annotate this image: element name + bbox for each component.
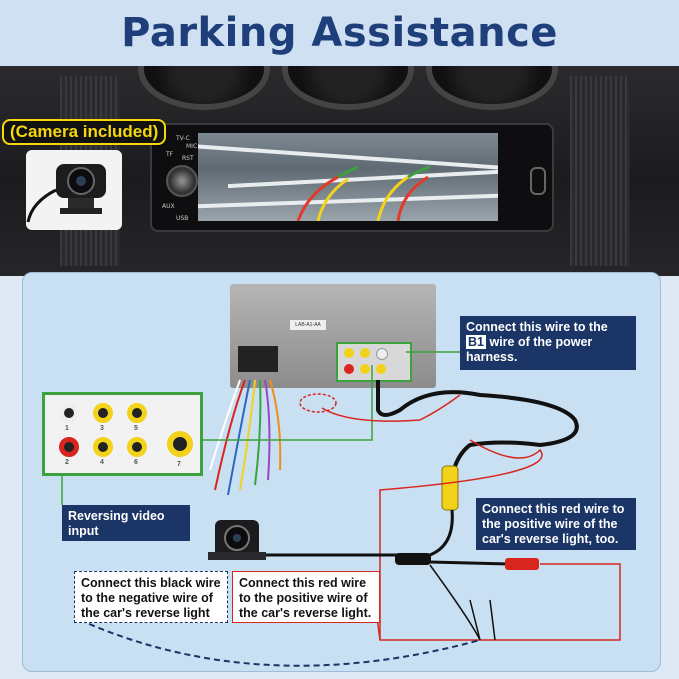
port-label-rst: RST: [182, 155, 194, 162]
backup-camera-icon: [26, 164, 106, 223]
rear-camera-screen: [198, 133, 498, 221]
camera-photo: [26, 150, 122, 230]
note-red-wire: Connect this red wire to the positive wi…: [232, 571, 380, 623]
rca-jacks-back: [336, 342, 412, 382]
rca-connector-yellow: [441, 465, 459, 511]
cable-joint: [395, 553, 431, 565]
radio-back-unit: LAB-A1-AA: [230, 284, 436, 388]
jack-2: [59, 437, 79, 457]
jack-6: [127, 437, 147, 457]
head-unit: TV-C MIC TF RST AUX USB: [150, 123, 554, 232]
port-label-tvc: TV-C: [176, 135, 190, 142]
note-b1-highlight: B1: [466, 335, 486, 349]
volume-knob[interactable]: [166, 165, 198, 197]
port-label-usb: USB: [176, 215, 189, 222]
rca-jack-panel: 1 3 5 2 4 6 7: [42, 392, 203, 476]
note-black-wire: Connect this black wire to the negative …: [74, 571, 228, 623]
dashboard-photo: TV-C MIC TF RST AUX USB: [0, 66, 679, 276]
jack-number-7: 7: [177, 461, 181, 468]
port-label-mic: MIC: [186, 143, 198, 150]
jack-number-5: 5: [134, 425, 138, 432]
dash-panel-right: [570, 76, 630, 266]
jack-7: [167, 431, 193, 457]
jack-3: [93, 403, 113, 423]
jack-number-6: 6: [134, 459, 138, 466]
jack-4: [93, 437, 113, 457]
jack-5: [127, 403, 147, 423]
parking-guide-lines: [296, 165, 431, 221]
jack-number-3: 3: [100, 425, 104, 432]
radio-back-sticker: LAB-A1-AA: [290, 320, 326, 330]
camera-included-label: (Camera included): [2, 119, 167, 145]
black-wire-route: [79, 619, 481, 667]
note-b1-wire: Connect this wire to the B1 wire of the …: [460, 316, 636, 370]
note-red-wire-reverse-too: Connect this red wire to the positive wi…: [476, 498, 636, 550]
jack-number-4: 4: [100, 459, 104, 466]
note-reversing-video: Reversing video input: [62, 505, 190, 541]
page-title: Parking Assistance: [121, 10, 558, 56]
home-button[interactable]: [530, 167, 546, 195]
jack-number-2: 2: [65, 459, 69, 466]
jack-1: [59, 403, 79, 423]
note-b1-prefix: Connect this wire to the: [466, 320, 608, 334]
port-label-aux: AUX: [162, 203, 175, 210]
jack-number-1: 1: [65, 425, 69, 432]
small-camera-icon: [208, 520, 266, 560]
note-b1-suffix: wire of the power harness.: [466, 335, 593, 364]
port-label-tf: TF: [166, 151, 174, 158]
b1-wire-highlight: [299, 393, 337, 413]
power-plug-red: [505, 558, 539, 570]
title-banner: Parking Assistance: [0, 0, 679, 66]
iso-connector: [238, 346, 278, 372]
